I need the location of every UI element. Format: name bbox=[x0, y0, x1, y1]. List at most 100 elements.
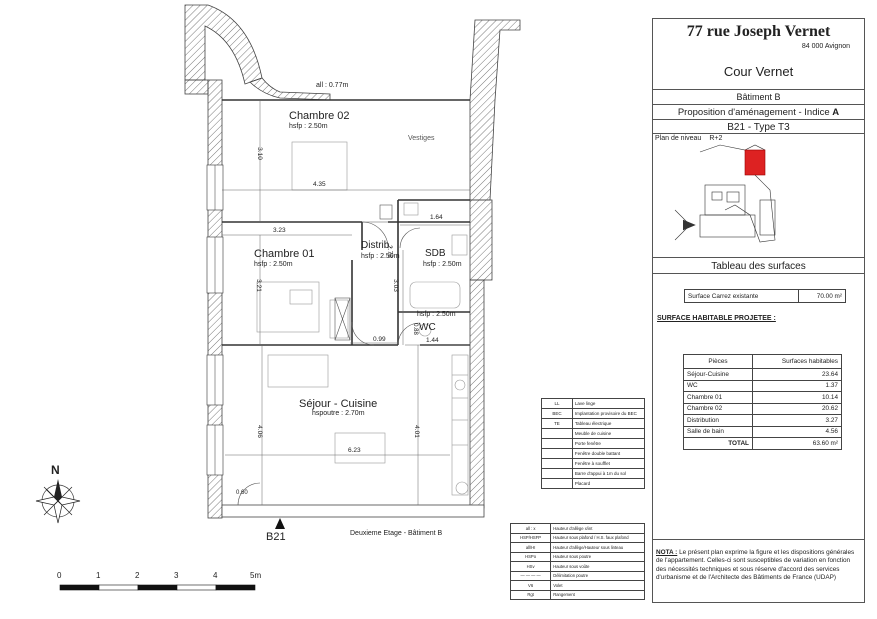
disclaimer-note: NOTA : Le présent plan exprime la figure… bbox=[656, 549, 855, 582]
legend-text: Tableau électrique bbox=[571, 418, 646, 429]
room-name-chambre01: Chambre 01 bbox=[254, 248, 315, 260]
project-name: Cour Vernet bbox=[723, 64, 794, 79]
room-name-wc: WC bbox=[419, 322, 436, 333]
room-height-sejour: hspoutre : 2.70m bbox=[312, 410, 365, 417]
placards bbox=[334, 204, 393, 341]
partitions bbox=[222, 99, 470, 346]
legend-symbol: HSv bbox=[509, 561, 552, 572]
dim-4-06: 4.06 bbox=[255, 425, 263, 438]
legend-text: Placard bbox=[571, 478, 646, 489]
area-cell: 4.56 bbox=[751, 425, 843, 438]
legend-symbol: LL bbox=[541, 398, 573, 409]
dim-3-03: 3.03 bbox=[391, 279, 399, 292]
room-name-sejour: Séjour - Cuisine bbox=[299, 398, 378, 410]
dim-4-01: 4.01 bbox=[412, 425, 420, 438]
legend-text: Hauteur d'allège x/int bbox=[550, 523, 645, 534]
legend-text: Volet bbox=[550, 580, 645, 591]
legend-text: Fenêtre à soufflet bbox=[571, 458, 646, 469]
room-height-chambre01: hsfp : 2.50m bbox=[254, 261, 293, 268]
room-height-sdb: hsfp : 2.50m bbox=[423, 261, 462, 268]
legend-row: Fenêtre double battant bbox=[541, 448, 646, 459]
room-height-chambre02: hsfp : 2.50m bbox=[289, 123, 328, 130]
scale-tick-2: 2 bbox=[135, 571, 140, 580]
carrez-label: Surface Carrez existante bbox=[684, 289, 799, 303]
vestiges-label: Vestiges bbox=[408, 135, 435, 142]
legend-symbol: all : x bbox=[509, 523, 552, 534]
area-cell: 3.27 bbox=[751, 414, 843, 427]
dim-0-60: 0.60 bbox=[236, 490, 248, 496]
legend-text: Porte fenêtre bbox=[571, 438, 646, 449]
total-value: 63.60 m² bbox=[751, 437, 843, 450]
surfaces-title: Tableau des surfaces bbox=[711, 261, 806, 272]
legend-symbol: HSP/HSFP bbox=[509, 532, 552, 543]
dim-1-64: 1.64 bbox=[430, 214, 443, 221]
dim-1-44: 1.44 bbox=[426, 337, 439, 344]
area-cell: 10.14 bbox=[751, 391, 843, 404]
street-address: 77 rue Joseph Vernet bbox=[686, 23, 831, 40]
window-sill-annotation: all : 0.77m bbox=[316, 82, 349, 89]
legend-text: Fenêtre double battant bbox=[571, 448, 646, 459]
legend-text: Rangement bbox=[550, 589, 645, 600]
dim-0-88: 0.88 bbox=[411, 323, 418, 335]
doors bbox=[237, 221, 421, 506]
legend-symbol bbox=[541, 478, 573, 489]
plan-caption: Deuxieme Etage - Bâtiment B bbox=[350, 530, 443, 537]
room-cell: Chambre 01 bbox=[683, 391, 753, 404]
scale-tick-4: 4 bbox=[213, 571, 218, 580]
dimension-lines bbox=[222, 100, 470, 505]
legend-symbol: Rgt bbox=[509, 589, 552, 600]
area-cell: 1.37 bbox=[751, 379, 843, 392]
legend-row: Fenêtre à soufflet bbox=[541, 458, 646, 469]
legend-row: — — — —Délimitation poutre bbox=[509, 570, 645, 581]
unit-type: B21 - Type T3 bbox=[727, 122, 790, 133]
room-name-sdb: SDB bbox=[425, 248, 446, 259]
legend-symbol bbox=[541, 438, 573, 449]
legend-text: Meuble de cuisine bbox=[571, 428, 646, 439]
legend-row: Placard bbox=[541, 478, 646, 489]
legend-symbol bbox=[541, 468, 573, 479]
legend-text: Hauteur sous plafond / H.S. faux plafond bbox=[550, 532, 645, 543]
building-label: Bâtiment B bbox=[736, 92, 781, 102]
postal-city: 84 000 Avignon bbox=[801, 43, 850, 50]
area-cell: 23.64 bbox=[751, 368, 843, 381]
legend-symbol: TE bbox=[541, 418, 573, 429]
col-header-areas: Surfaces habitables bbox=[751, 354, 843, 369]
legend-text: Hauteur d'allège/Hauteur sous linteau bbox=[550, 542, 645, 553]
room-height-distrib: hsfp : 2.50m bbox=[361, 253, 400, 260]
furniture bbox=[256, 141, 469, 496]
legend-text: Hauteur sous poutre bbox=[550, 551, 645, 562]
surfaces-table: Pièces Surfaces habitables Séjour-Cuisin… bbox=[683, 354, 843, 450]
carrez-value: 70.00 m² bbox=[797, 289, 847, 303]
scale-bar bbox=[59, 584, 256, 591]
room-name-chambre02: Chambre 02 bbox=[289, 110, 350, 122]
room-cell: Séjour-Cuisine bbox=[683, 368, 753, 381]
total-label: TOTAL bbox=[683, 437, 753, 450]
col-header-rooms: Pièces bbox=[683, 354, 753, 369]
legend-symbol: BEC bbox=[541, 408, 573, 419]
dim-3-10: 3.10 bbox=[255, 147, 263, 160]
dim-3-23: 3.23 bbox=[273, 227, 286, 234]
scale-tick-3: 3 bbox=[174, 571, 179, 580]
legend-row: Porte fenêtre bbox=[541, 438, 646, 449]
proposal-label: Proposition d'aménagement - Indice A bbox=[677, 107, 840, 118]
room-height-wc: hsfp : 2.50m bbox=[417, 311, 456, 318]
legend-text: Barre d'appui à 1m du sol bbox=[571, 468, 646, 479]
legend-row: Meuble de cuisine bbox=[541, 428, 646, 439]
legend-symbol bbox=[541, 458, 573, 469]
